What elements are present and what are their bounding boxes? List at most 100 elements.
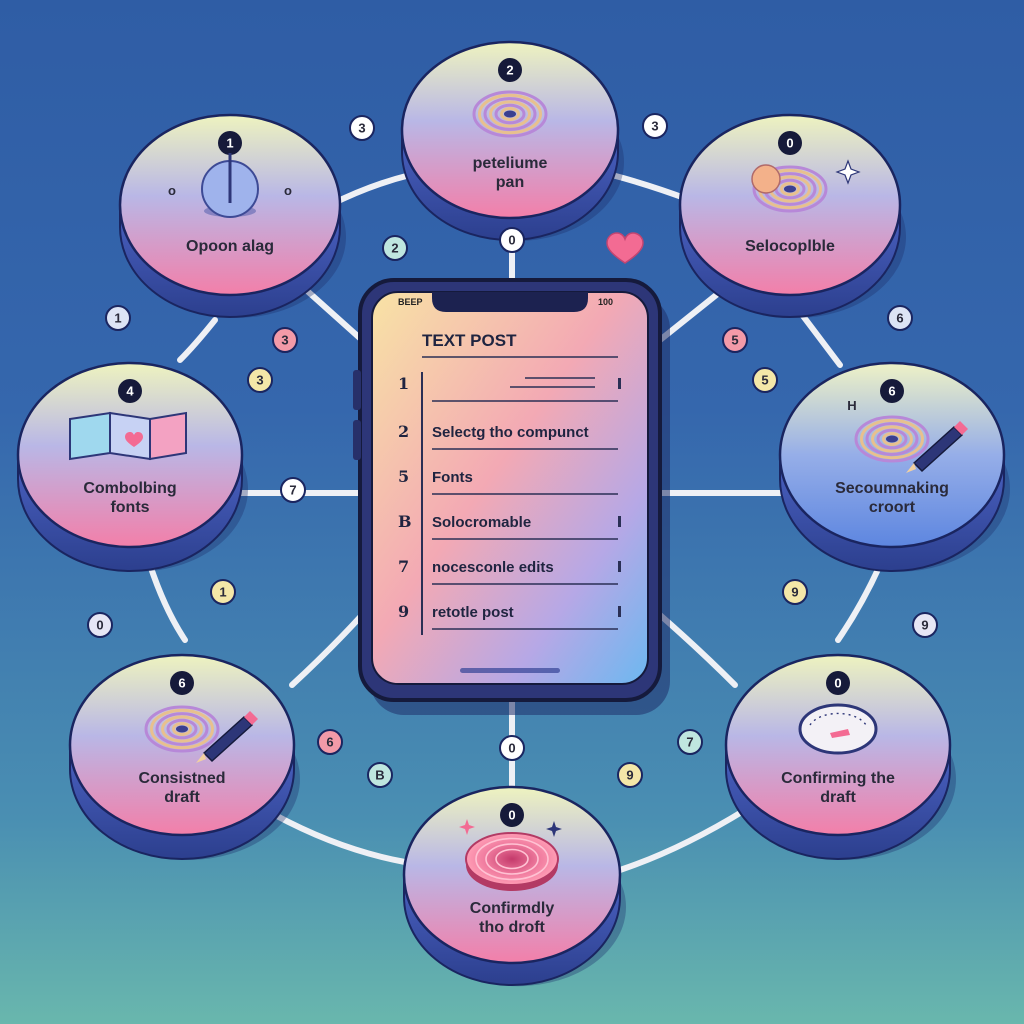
row-number: 1 (398, 374, 409, 393)
floating-badge-number: 3 (358, 121, 365, 136)
floating-badge-number: 0 (96, 618, 103, 633)
row-number: 2 (398, 422, 409, 441)
step-badge-number: 0 (508, 808, 515, 823)
coil-with-pencil-icon (144, 705, 258, 763)
step-badge-number: 0 (834, 676, 841, 691)
floating-step-badge: 2 (382, 235, 408, 261)
phone-title: TEXT POST (422, 331, 517, 350)
status-right-text: 100 (598, 297, 613, 307)
node-label-line: Confirmdly (470, 900, 555, 917)
step-badge: 4 (118, 379, 142, 403)
phone-row-2[interactable]: 2 Selectg tho compunct (398, 422, 618, 450)
phone-home-indicator (460, 668, 560, 673)
step-badge: 0 (778, 131, 802, 155)
phone-row-6[interactable]: 9 retotle post (398, 602, 621, 630)
floating-step-badge: 9 (912, 612, 938, 638)
node-label-line: Secoumnaking (835, 480, 949, 497)
step-badge-number: 4 (126, 384, 134, 399)
row-number: 9 (398, 602, 409, 621)
step-badge: 6 (170, 671, 194, 695)
row-label: Solocromable (432, 514, 531, 531)
floating-badge-number: 9 (791, 585, 798, 600)
connector-bottom-bottomright (617, 807, 748, 873)
floating-step-badge: 0 (499, 227, 525, 253)
node-label-line: Consistned (138, 770, 225, 787)
node-label-line: tho droft (479, 919, 545, 936)
step-badge-number: 6 (178, 676, 185, 691)
floating-step-badge: 3 (349, 115, 375, 141)
floating-badge-number: 6 (896, 311, 903, 326)
floating-step-badge: 6 (887, 305, 913, 331)
row-label: nocesconle edits (432, 559, 554, 576)
connector-topleft-top (327, 172, 413, 208)
floating-step-badge: 1 (105, 305, 131, 331)
folded-cards-icon (69, 411, 187, 461)
connector-phone-bottomright (657, 612, 738, 688)
floating-badge-number: 9 (626, 768, 633, 783)
floating-step-badge: 1 (210, 579, 236, 605)
phone-screen (371, 291, 649, 685)
text-cursor-icon (618, 378, 621, 389)
node-label-line: draft (820, 789, 856, 806)
connector-bottomleft-bottom (272, 812, 408, 865)
phone-mockup: BEEP 100 TEXT POST 1 2 Selectg tho compunc… (353, 278, 670, 715)
status-left-text: BEEP (398, 297, 423, 307)
floating-step-badge: 0 (87, 612, 113, 638)
floating-badge-number: 3 (281, 333, 288, 348)
side-mark: o (168, 183, 176, 198)
floating-step-badge: 9 (617, 762, 643, 788)
toggle-knob-icon (201, 153, 259, 218)
row-number: 5 (398, 467, 409, 486)
floating-step-badge: 3 (247, 367, 273, 393)
step-badge: 1 (218, 131, 242, 155)
floating-badge-number: 5 (731, 333, 738, 348)
connector-topleft-left (177, 317, 218, 363)
floating-step-badge: 7 (677, 729, 703, 755)
connector-topright-right (797, 309, 843, 368)
spiral-coil-icon (472, 90, 548, 138)
connector-right-bottomright (835, 562, 883, 643)
node-label-line: Selocoplble (745, 238, 835, 255)
floating-step-badge: B (367, 762, 393, 788)
floating-badge-number: 9 (921, 618, 928, 633)
text-cursor-icon (618, 606, 621, 617)
floating-badge-number: 6 (326, 735, 333, 750)
node-label-line: Opoon alag (186, 238, 274, 255)
floating-step-badge: 6 (317, 729, 343, 755)
step-badge: 0 (500, 803, 524, 827)
floating-badge-number: 5 (761, 373, 768, 388)
phone-row-1[interactable]: 1 (398, 374, 621, 402)
floating-step-badge: 9 (782, 579, 808, 605)
row-label: retotle post (432, 604, 514, 621)
floating-badge-number: 0 (508, 741, 515, 756)
node-label-line: peteliume (473, 155, 548, 172)
floating-step-badge: 3 (642, 113, 668, 139)
phone-side-button-2 (353, 420, 361, 460)
phone-row-5[interactable]: 7 nocesconle edits (398, 557, 621, 585)
heart-icon (606, 232, 644, 264)
floating-step-badge: 3 (272, 327, 298, 353)
side-mark: o (284, 183, 292, 198)
coil-with-ball-icon (751, 159, 861, 213)
row-number: 7 (398, 557, 409, 576)
step-badge: 0 (826, 671, 850, 695)
floating-badge-number: 3 (651, 119, 658, 134)
floating-badge-number: 0 (508, 233, 515, 248)
row-label: Selectg tho compunct (432, 424, 589, 441)
floating-badge-number: 2 (391, 241, 398, 256)
floating-step-badge: 5 (722, 327, 748, 353)
text-cursor-icon (618, 516, 621, 527)
floating-badge-number: 7 (289, 483, 296, 498)
floating-step-badge: 7 (280, 477, 306, 503)
